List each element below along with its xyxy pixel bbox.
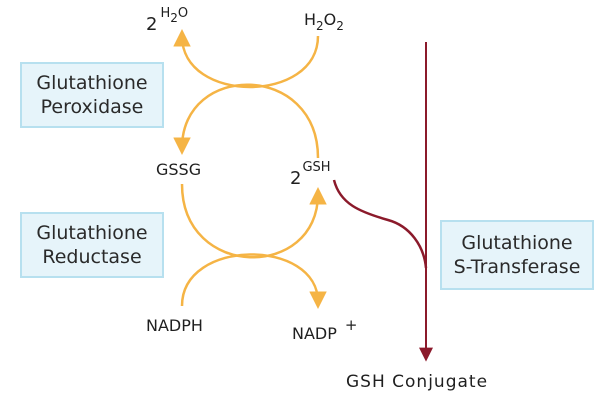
nadph-to-nadp-arc	[180, 253, 327, 309]
gsh-conjugate-label: GSH Conjugate	[346, 372, 489, 392]
glutathione-s-transferase-box: Glutathione S-Transferase	[440, 220, 594, 290]
gssg-to-gsh-arc	[180, 183, 327, 259]
water-label: 2H2O	[146, 6, 189, 35]
glutathione-peroxidase-box: Glutathione Peroxidase	[20, 62, 164, 128]
peroxide-to-water-arc	[173, 29, 320, 89]
reductase-label-line2: Reductase	[42, 246, 142, 268]
reductase-label-line1: Glutathione	[36, 222, 148, 244]
reduced-glutathione-label: 2GSH	[290, 160, 331, 189]
hydrogen-peroxide-label: H2O2	[304, 10, 344, 33]
peroxidase-label-line1: Glutathione	[36, 72, 148, 94]
glutathione-reductase-box: Glutathione Reductase	[20, 212, 164, 278]
nadp-label: NADP+	[292, 316, 358, 343]
nadph-label: NADPH	[146, 316, 203, 335]
gsh-to-gssg-arc	[173, 83, 320, 159]
gssg-label: GSSG	[156, 160, 202, 179]
peroxidase-label-line2: Peroxidase	[40, 96, 144, 118]
transferase-label-line2: S-Transferase	[453, 256, 581, 278]
transferase-label-line1: Glutathione	[461, 232, 573, 254]
gsh-to-conjugation-curve	[332, 179, 428, 269]
